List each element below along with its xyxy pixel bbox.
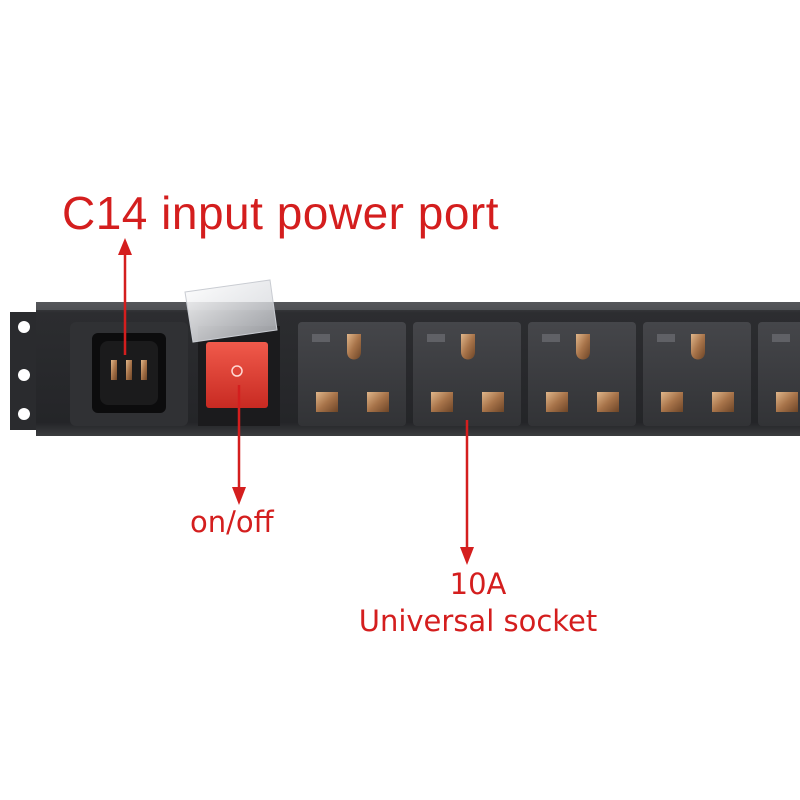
universal-socket-icon[interactable] <box>413 322 521 426</box>
universal-socket-icon-partial[interactable] <box>758 322 800 426</box>
universal-socket-icon[interactable] <box>298 322 406 426</box>
rocker-switch-icon[interactable] <box>184 279 280 426</box>
callout-arrow-input <box>118 238 132 355</box>
input-port-label: C14 input power port <box>62 187 500 239</box>
socket-row <box>298 322 800 426</box>
universal-socket-icon[interactable] <box>528 322 636 426</box>
mounting-bracket <box>10 312 40 430</box>
callout-arrow-switch <box>232 385 246 505</box>
switch-label: on/off <box>190 505 274 539</box>
socket-type-label: Universal socket <box>358 604 598 638</box>
universal-socket-icon[interactable] <box>643 322 751 426</box>
callout-arrow-socket <box>460 420 474 565</box>
socket-rating-label: 10A <box>449 567 507 601</box>
c14-inlet-icon[interactable] <box>70 322 188 426</box>
